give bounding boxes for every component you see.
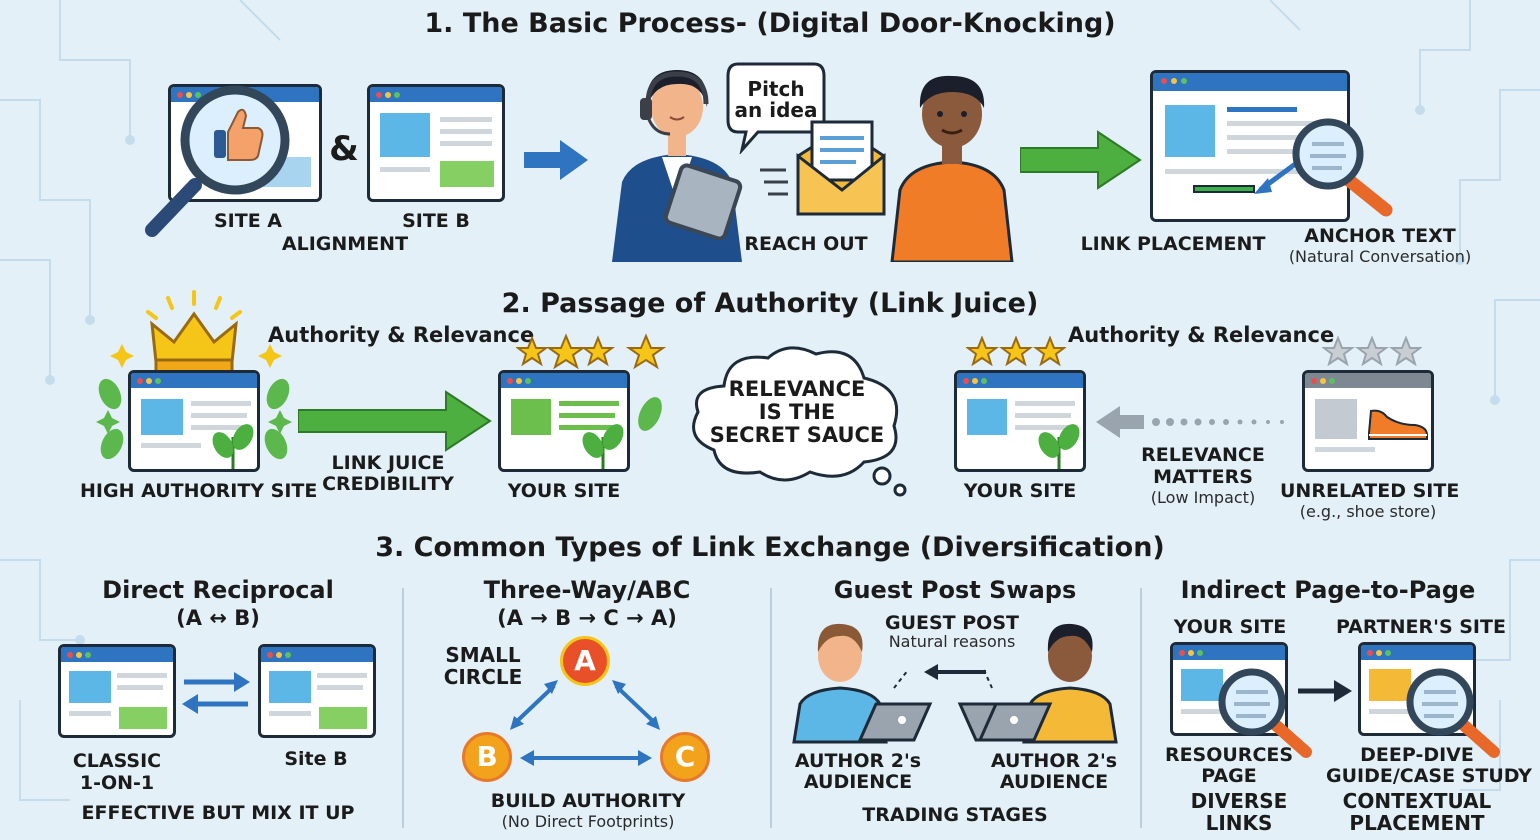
p1-classic-line1: CLASSIC xyxy=(72,750,162,772)
unrelated-site-label: UNRELATED SITE xyxy=(1280,480,1460,502)
anchor-text-label: ANCHOR TEXT xyxy=(1304,225,1456,247)
four-stars-icon xyxy=(516,333,666,370)
p4-magnifier-right-icon xyxy=(1406,668,1500,758)
p4-partner-site: PARTNER'S SITE xyxy=(1336,616,1506,638)
relevance-matters-line2: MATTERS xyxy=(1153,466,1253,488)
p4-contextual-line1: CONTEXTUAL xyxy=(1342,789,1492,813)
p3-aud-left-line1: AUTHOR 2's xyxy=(794,750,922,772)
guest-post-swap-icon xyxy=(792,623,1118,744)
p1-title: Direct Reciprocal xyxy=(102,576,334,604)
link-placement-label: LINK PLACEMENT xyxy=(1080,233,1266,255)
your-site-right-label: YOUR SITE xyxy=(963,480,1077,502)
three-stars-icon xyxy=(966,336,1066,366)
p3-title: Guest Post Swaps xyxy=(833,576,1077,604)
site-a-label: SITE A xyxy=(213,210,282,232)
ampersand: & xyxy=(329,129,359,169)
authority-relevance-right: Authority & Relevance xyxy=(1068,323,1335,347)
leaf-icon xyxy=(638,397,662,431)
crown-icon xyxy=(110,290,282,374)
p4-deep-line2: GUIDE/CASE STUDY xyxy=(1326,765,1532,787)
link-juice-arrow-icon xyxy=(298,390,492,452)
section2-title: 2. Passage of Authority (Link Juice) xyxy=(501,288,1039,319)
cloud-line3: SECRET SAUCE xyxy=(709,423,885,447)
unrelated-site-sub: (e.g., shoe store) xyxy=(1299,502,1437,521)
green-arrow-right-icon xyxy=(1020,130,1142,190)
p4-diverse-line1: DIVERSE xyxy=(1190,789,1288,813)
blue-arrow-right-icon xyxy=(524,140,588,180)
divider-1 xyxy=(402,588,404,828)
two-way-arrows-icon xyxy=(182,672,250,714)
relevance-matters-line1: RELEVANCE xyxy=(1141,444,1265,466)
p1-classic-line2: 1-ON-1 xyxy=(79,772,155,794)
your-site-right-window xyxy=(954,370,1086,472)
bubble-line1: Pitch xyxy=(747,77,805,101)
authority-relevance-left: Authority & Relevance xyxy=(268,323,535,347)
divider-3 xyxy=(1140,588,1142,828)
high-authority-window xyxy=(128,370,260,472)
your-site-left-label: YOUR SITE xyxy=(507,480,621,502)
alignment-label: ALIGNMENT xyxy=(281,233,409,255)
p4-magnifier-left-icon xyxy=(1218,668,1312,758)
triangle-arrows-icon xyxy=(510,680,660,766)
p3-guest-post: GUEST POST xyxy=(885,612,1019,634)
p4-diverse-line2: LINKS xyxy=(1205,811,1273,835)
p4-deep-line1: DEEP-DIVE xyxy=(1360,744,1474,766)
p1-formula: (A ↔ B) xyxy=(176,606,260,630)
link-juice-line1: LINK JUICE xyxy=(331,452,445,474)
p2-formula: (A → B → C → A) xyxy=(497,606,677,630)
p3-aud-left-line2: AUDIENCE xyxy=(803,771,913,793)
cloud-line1: RELEVANCE xyxy=(728,377,866,401)
p4-resources-line1: RESOURCES xyxy=(1164,744,1294,766)
p3-aud-right-line1: AUTHOR 2's xyxy=(990,750,1118,772)
bubble-line2: an idea xyxy=(734,98,818,122)
relevance-matters-sub: (Low Impact) xyxy=(1150,488,1256,507)
reach-out-label: REACH OUT xyxy=(744,233,868,255)
p4-resources-line2: PAGE xyxy=(1201,765,1257,787)
p1-site-b-window xyxy=(258,644,376,738)
node-a: A xyxy=(560,636,610,686)
p2-footer: BUILD AUTHORITY xyxy=(490,790,686,812)
divider-2 xyxy=(770,588,772,828)
site-b-window xyxy=(367,84,505,202)
high-authority-label: HIGH AUTHORITY SITE xyxy=(80,480,318,502)
speech-bubble xyxy=(726,62,826,154)
grey-stars-icon xyxy=(1322,336,1422,366)
anchor-text-sub: (Natural Conversation) xyxy=(1288,247,1472,266)
woman-headset-icon xyxy=(612,70,743,262)
link-juice-line2: CREDIBILITY xyxy=(322,473,454,495)
your-site-left-window xyxy=(498,370,630,472)
p2-title: Three-Way/ABC xyxy=(483,576,691,604)
p1-site-b-label: Site B xyxy=(284,748,348,770)
node-c: C xyxy=(660,732,710,782)
section3-title: 3. Common Types of Link Exchange (Divers… xyxy=(375,532,1165,563)
p4-title: Indirect Page-to-Page xyxy=(1180,576,1476,604)
envelope-icon xyxy=(760,120,886,216)
p1-footer: EFFECTIVE BUT MIX IT UP xyxy=(81,802,355,824)
p3-natural: Natural reasons xyxy=(888,632,1016,651)
p2-footer-sub: (No Direct Footprints) xyxy=(501,812,675,831)
p3-aud-right-line2: AUDIENCE xyxy=(999,771,1109,793)
anchor-magnifier-icon xyxy=(1254,118,1393,217)
site-b-label: SITE B xyxy=(402,210,470,232)
p2-small-line2: CIRCLE xyxy=(443,665,523,689)
man-orange-shirt-icon xyxy=(890,75,1014,262)
p1-site-a-window xyxy=(58,644,176,738)
node-b: B xyxy=(462,732,512,782)
p4-contextual-line2: PLACEMENT xyxy=(1349,811,1485,835)
cloud-line2: IS THE xyxy=(758,400,836,424)
authority-leaves-icon xyxy=(96,378,292,460)
thought-cloud xyxy=(692,346,907,497)
p3-footer: TRADING STAGES xyxy=(862,804,1048,826)
section1-title: 1. The Basic Process- (Digital Door-Knoc… xyxy=(424,8,1116,39)
magnifier-thumbs-up-icon xyxy=(145,85,290,237)
p2-small-line1: SMALL xyxy=(445,643,521,667)
unrelated-site-window xyxy=(1302,370,1434,472)
dotted-arrow-left-icon xyxy=(1096,406,1284,438)
p4-your-site: YOUR SITE xyxy=(1173,616,1287,638)
shoe-icon xyxy=(1368,409,1428,440)
p4-arrow-right-icon xyxy=(1298,680,1352,702)
